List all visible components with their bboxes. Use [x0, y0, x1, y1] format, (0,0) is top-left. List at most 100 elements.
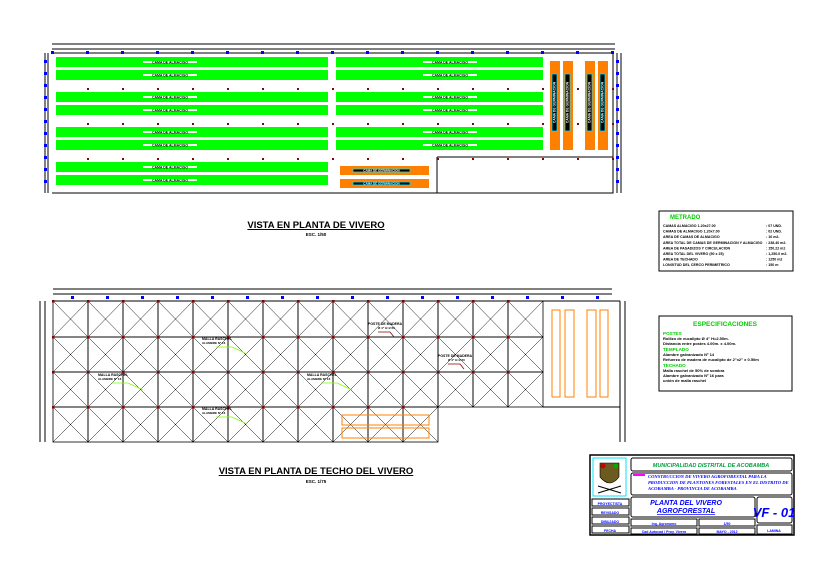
- post-marker: [472, 336, 475, 339]
- post-marker: [192, 371, 195, 374]
- leader-line: [112, 382, 144, 391]
- spec-line: Rollizo de eucalipto Ø 4" H=2.50m.: [663, 336, 729, 341]
- roof-brace: [122, 336, 159, 373]
- drawing-title-line2: AGROFORESTAL: [656, 508, 715, 515]
- reviewer-label: REVISADO: [601, 511, 620, 515]
- post-marker: [367, 406, 370, 409]
- germination-bed-outline: [341, 414, 430, 426]
- post-marker: [402, 300, 405, 303]
- bed-label-bg: [143, 179, 197, 181]
- post-marker: [227, 158, 229, 160]
- roof-brace: [367, 336, 404, 373]
- post-marker: [192, 406, 195, 409]
- post-marker: [367, 336, 370, 339]
- post-marker: [332, 371, 335, 374]
- dimension-tick: [611, 51, 614, 54]
- date-value: MAYO - 2012: [716, 530, 737, 534]
- legend-item-label: LONGITUD DEL CERCO PERIMETRICO: [663, 263, 730, 267]
- roof-brace: [402, 336, 439, 373]
- roof-brace: [332, 300, 369, 338]
- legend-item-label: AREA TOTAL DEL VIVERO (50 x 25): [663, 252, 725, 256]
- dimension-tick: [616, 132, 619, 135]
- roof-callout: MALLA RASCHEL: [202, 407, 233, 411]
- roof-brace: [192, 371, 229, 408]
- roof-brace: [262, 406, 299, 443]
- roof-brace: [437, 300, 474, 338]
- drawing-title-line1: PLANTA DEL VIVERO: [650, 500, 722, 507]
- post-callout: Ø 4" H=2.50: [448, 358, 465, 362]
- germination-bed-label: CAMA DE GERMINACION: [588, 81, 592, 123]
- dimension-tick: [281, 296, 284, 299]
- roof-brace: [52, 336, 89, 373]
- post-marker: [192, 158, 194, 160]
- dimension-tick: [71, 296, 74, 299]
- post-marker: [332, 336, 335, 339]
- bed-label: CAMA DE ALMACIGO: [152, 166, 188, 170]
- dimension-tick: [616, 156, 619, 159]
- spec-line: Refuerzo de madera de eucalipto de 2"x2"…: [663, 357, 759, 362]
- post-marker: [577, 158, 579, 160]
- dimension-tick: [86, 51, 89, 54]
- dimension-tick: [366, 51, 369, 54]
- legend-item-value: : 1250 m2: [766, 258, 782, 262]
- post-marker: [297, 336, 300, 339]
- legend-item-label: AREA DE CAMAS DE ALMACIGO: [663, 235, 720, 239]
- post-marker: [437, 300, 440, 303]
- roof-brace: [157, 336, 194, 373]
- post-marker: [87, 406, 90, 409]
- germination-bed-label-bg: [551, 73, 558, 132]
- roof-brace: [157, 406, 194, 443]
- post-marker: [507, 88, 509, 90]
- post-marker: [297, 123, 299, 125]
- germination-bed-label: CAMA DE GERMINACION: [363, 182, 399, 186]
- roof-brace: [297, 300, 334, 338]
- dimension-tick: [616, 84, 619, 87]
- spec-heading: TECHADO: [663, 363, 686, 368]
- post-marker: [87, 158, 89, 160]
- post-marker: [262, 371, 265, 374]
- roof-brace: [297, 406, 334, 443]
- institution-name: MUNICIPALIDAD DISTRITAL DE ACOBAMBA: [653, 463, 770, 469]
- post-marker: [157, 88, 159, 90]
- post-marker: [402, 336, 405, 339]
- post-marker: [122, 158, 124, 160]
- legend-item-label: AREA TOTAL DE CAMAS DE GERMINACION Y ALM…: [663, 241, 763, 245]
- post-marker: [472, 371, 475, 374]
- post-marker: [612, 158, 614, 160]
- roof-callout: MALLA RASCHEL: [307, 373, 338, 377]
- drawn-label: DIBUJADO: [601, 520, 620, 524]
- post-marker: [52, 371, 55, 374]
- dimension-tick: [44, 156, 47, 159]
- post-marker: [507, 300, 510, 303]
- dimension-tick: [44, 72, 47, 75]
- bed-label-bg: [143, 166, 197, 168]
- bed-label: CAMA DE ALMACIGO: [432, 61, 468, 65]
- leader-line: [448, 363, 465, 370]
- legend-item-value: : 16 m2.: [766, 235, 779, 239]
- post-marker: [542, 88, 544, 90]
- roof-brace: [227, 406, 264, 443]
- germination-bed-label: CAMA DE GERMINACION: [601, 81, 605, 123]
- bed-label-bg: [143, 131, 197, 133]
- post-marker: [577, 123, 579, 125]
- bed-label: CAMA DE ALMACIGO: [432, 131, 468, 135]
- post-marker: [507, 371, 510, 374]
- bed-label-bg: [423, 96, 477, 98]
- roof-callout: ALAMBRE Nº 16: [202, 341, 226, 345]
- post-callout: Ø 4" H=2.50: [378, 326, 395, 330]
- dimension-tick: [226, 51, 229, 54]
- post-marker: [472, 300, 475, 303]
- dimension-tick: [471, 51, 474, 54]
- post-callout: POSTE DE MADERA: [368, 322, 403, 326]
- germination-bed-outline: [586, 309, 597, 398]
- date-label: FECHA: [604, 529, 617, 533]
- bed-label: CAMA DE ALMACIGO: [152, 74, 188, 78]
- post-marker: [402, 158, 404, 160]
- bed-label: CAMA DE ALMACIGO: [152, 61, 188, 65]
- roof-brace: [122, 406, 159, 443]
- post-marker: [402, 406, 405, 409]
- post-marker: [332, 88, 334, 90]
- post-marker: [367, 88, 369, 90]
- designer-value: Ing. Agronomo: [652, 522, 677, 526]
